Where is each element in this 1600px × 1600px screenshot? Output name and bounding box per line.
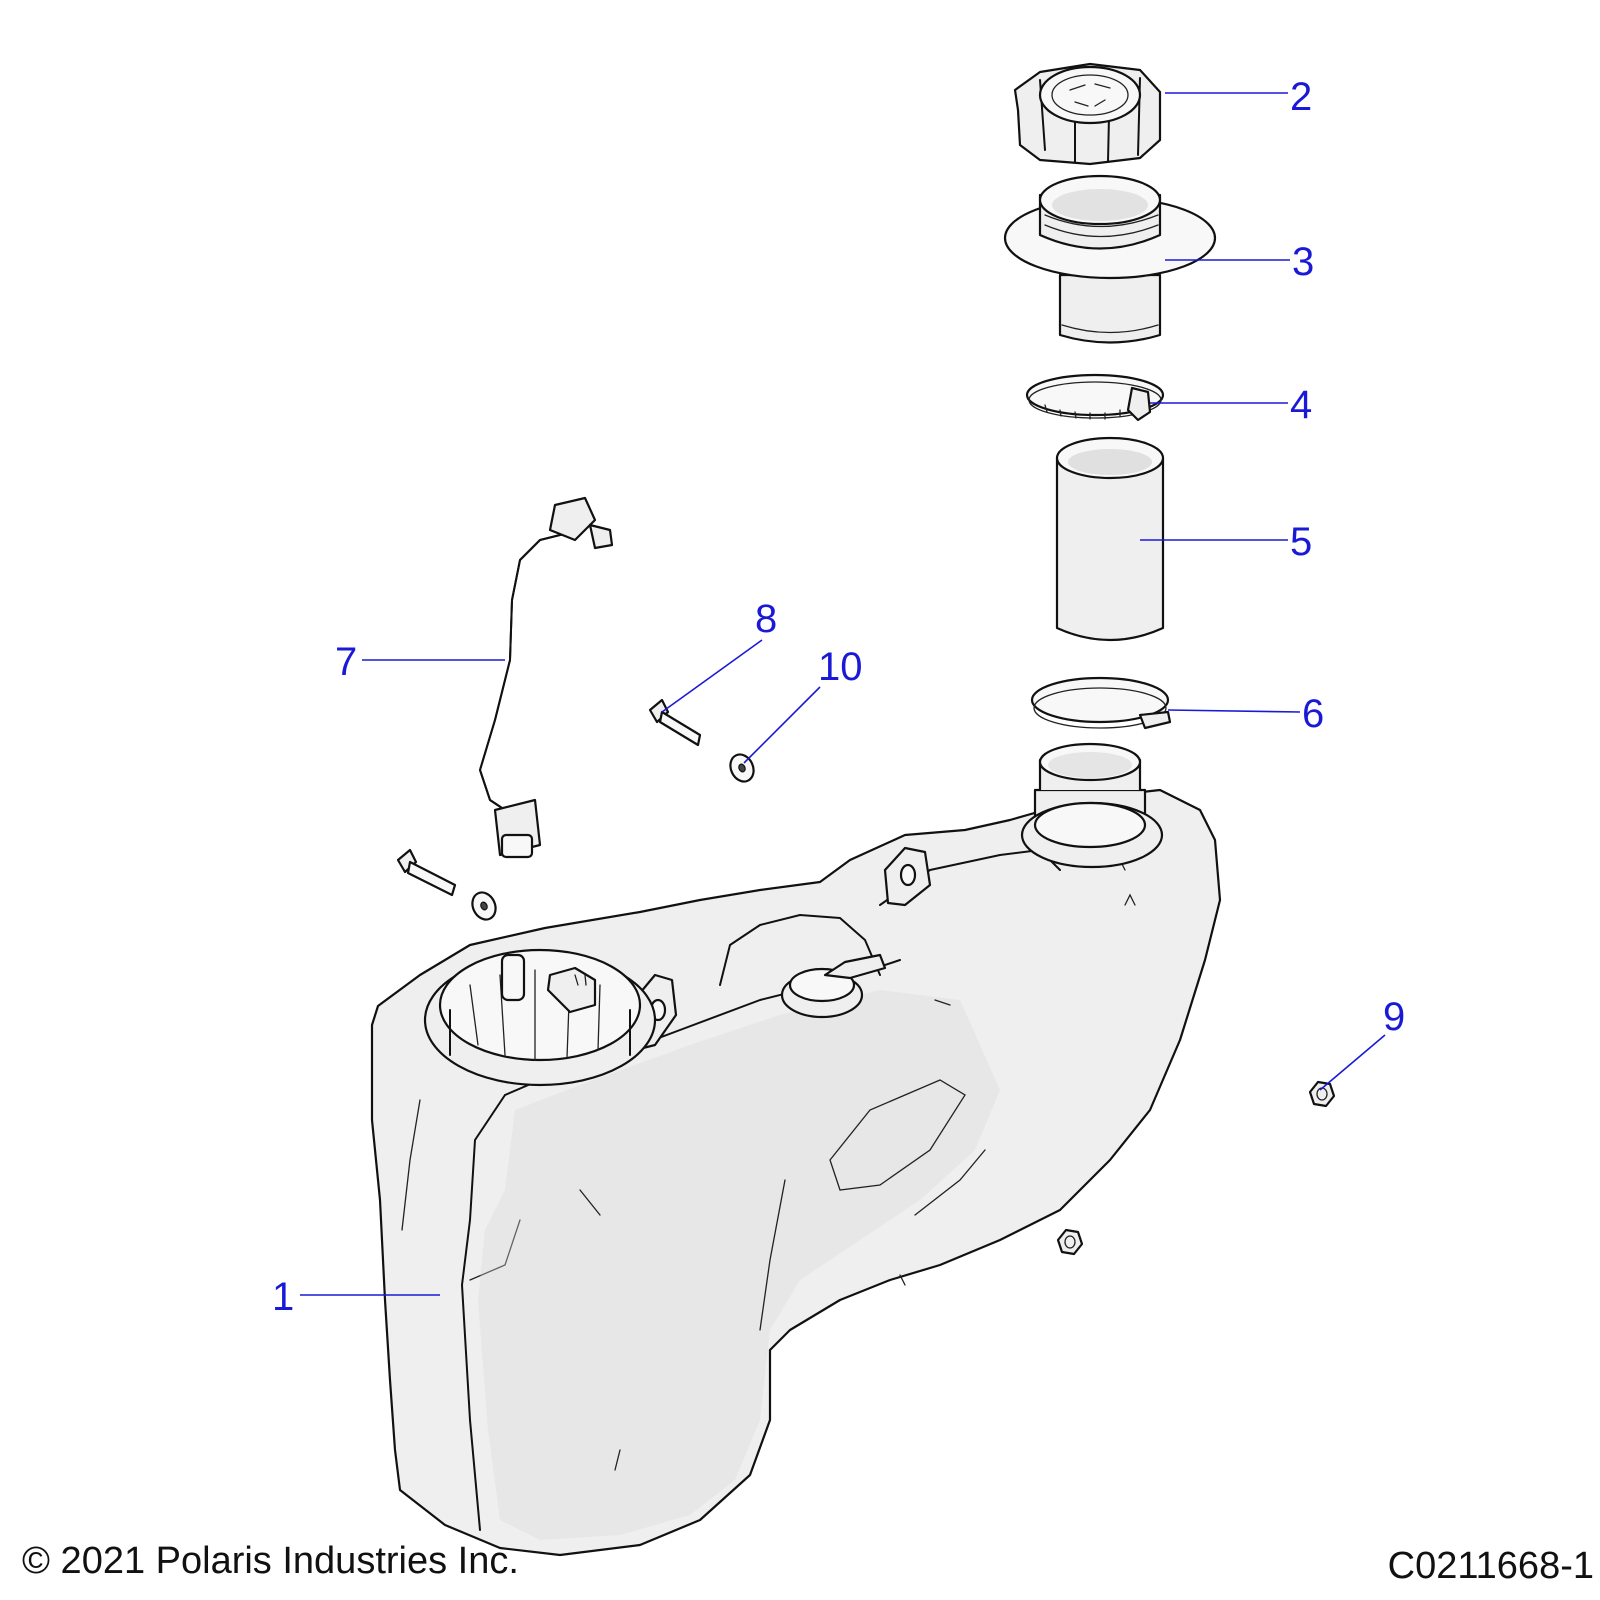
leader-lines xyxy=(300,92,1386,1296)
part-washer-lower xyxy=(471,891,497,921)
callout-9: 9 xyxy=(1383,995,1405,1039)
part-hose-clamp-upper xyxy=(1025,373,1165,422)
callout-2: 2 xyxy=(1290,75,1312,119)
part-nut-lower xyxy=(1056,1228,1084,1256)
part-fuel-cap xyxy=(1013,62,1162,166)
callout-4: 4 xyxy=(1290,383,1312,427)
part-nut-right xyxy=(1308,1080,1336,1108)
callout-6: 6 xyxy=(1302,692,1324,736)
part-washer-upper xyxy=(729,753,755,783)
callout-7: 7 xyxy=(335,640,357,684)
callout-10: 10 xyxy=(818,645,863,689)
part-hose-clamp-lower xyxy=(1030,676,1172,730)
part-filler-neck xyxy=(1003,174,1217,344)
drawing-number: C0211668-1 xyxy=(1387,1545,1594,1587)
part-vent-line xyxy=(479,496,614,859)
leader-6 xyxy=(1167,709,1301,713)
leader-9 xyxy=(1319,1034,1386,1091)
leader-10 xyxy=(743,686,821,764)
part-fuel-tank xyxy=(370,742,1222,1557)
callout-1: 1 xyxy=(272,1275,294,1319)
callout-3: 3 xyxy=(1292,240,1314,284)
leader-8 xyxy=(661,639,763,713)
part-bolt-lower xyxy=(396,848,457,897)
copyright-notice: © 2021 Polaris Industries Inc. xyxy=(22,1540,519,1582)
callout-5: 5 xyxy=(1290,520,1312,564)
callout-8: 8 xyxy=(755,597,777,641)
part-filler-hose xyxy=(1055,436,1165,642)
part-bolt-upper xyxy=(648,698,702,747)
callout-labels: 1 2 3 4 5 6 7 8 9 10 xyxy=(272,75,1405,1319)
